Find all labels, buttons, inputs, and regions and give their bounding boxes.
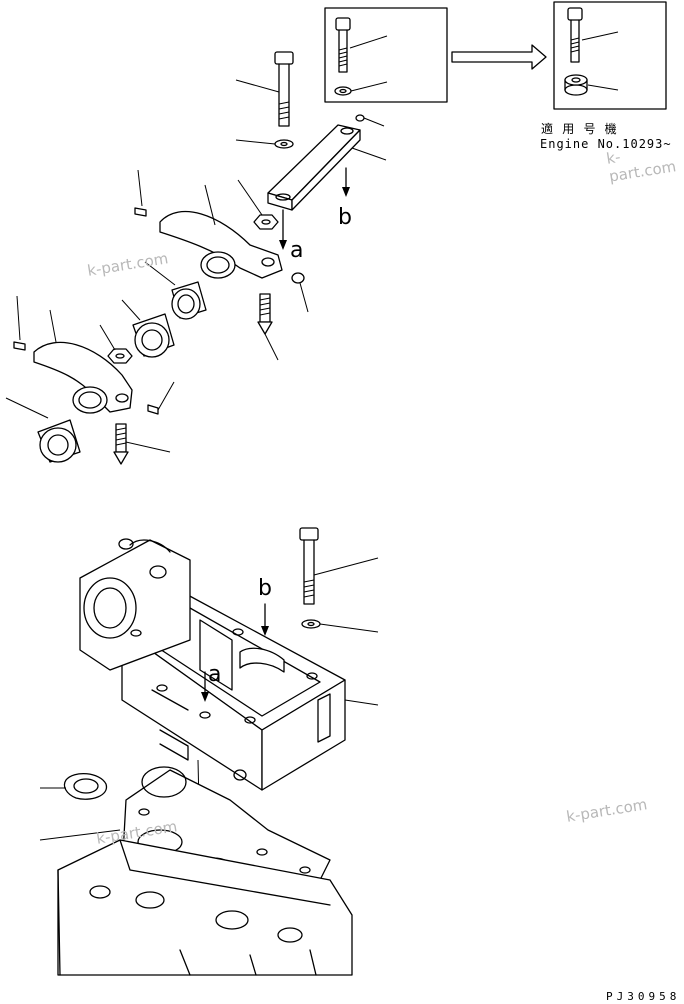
housing-bolt [299,527,379,605]
arrow-old-to-new [451,44,547,70]
side-bolt-lower [147,381,175,415]
rocker-housing [79,538,379,791]
drawing-code: PJ30958 [606,990,681,1003]
cylinder-head [57,839,353,976]
bushing-upper-small [144,261,207,320]
callout-b-upper: b [338,205,352,230]
rocker-arm-upper [159,184,283,279]
rocker-support [267,124,387,211]
callout-a-lower: a [208,662,222,687]
housing-washer [301,619,379,633]
callout-b-lower: b [258,576,272,601]
arrow-a-lower [201,671,209,702]
arrow-b-lower [261,603,269,636]
detail-box-old [324,7,448,103]
detail-box-new [553,1,667,110]
adjust-nut-lower [99,324,133,364]
adjust-screw-upper [257,293,279,361]
arrow-a-upper [279,209,287,250]
side-bolt-upper [291,272,309,313]
small-screw-upper [355,114,385,127]
small-gasket [40,773,108,800]
bushing-lower [5,397,81,463]
callout-a-upper: a [290,238,304,263]
rocker-arm-lower [33,309,133,414]
arrow-b-upper [342,167,350,197]
rocker-bolt-long [235,51,294,127]
applicability-label-en: Engine No.10293~ [540,137,672,151]
bushing-upper-large [121,299,175,358]
adjust-screw-lower [113,423,171,465]
applicability-label-jp: 適 用 号 機 [541,122,618,136]
pin-upper [134,169,147,217]
washer-upper [235,139,294,149]
pin-lower [13,295,26,351]
adjust-nut-upper [237,179,279,230]
